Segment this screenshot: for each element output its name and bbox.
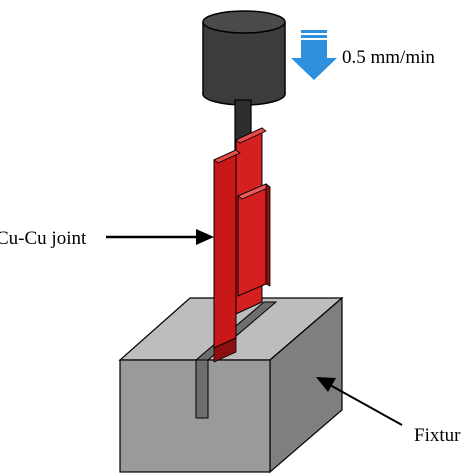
down-arrow-icon [291,30,337,80]
fixture-pointer-arrow [316,377,403,426]
cu-cu-joint-specimen [213,127,271,363]
speed-label: 0.5 mm/min [342,47,435,68]
fixture-label: Fixtur [414,425,461,446]
joint-pointer-arrow [106,229,214,245]
joint-label: Cu-Cu joint [0,228,87,249]
crosshead [202,10,286,106]
